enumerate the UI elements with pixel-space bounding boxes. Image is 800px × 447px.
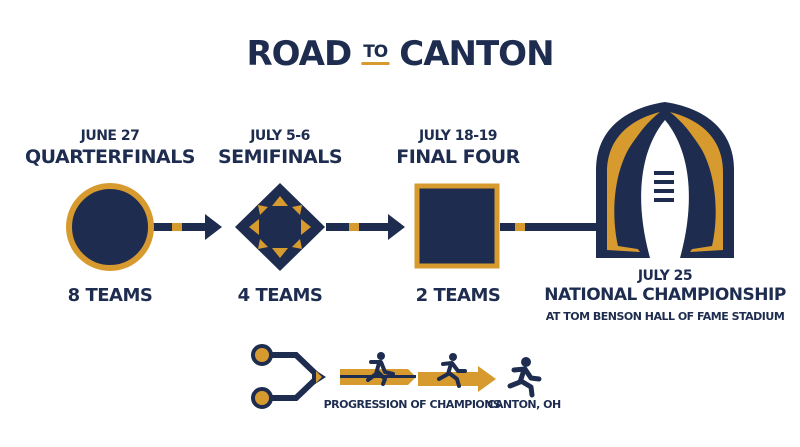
title-road: ROAD — [246, 34, 352, 74]
runner-icon — [366, 352, 395, 386]
title-to: TO — [361, 43, 390, 65]
quarterfinals-circle-icon — [66, 183, 154, 271]
final-four-square-icon — [414, 183, 500, 269]
merge-arrow-icon — [251, 344, 326, 409]
arrowhead-icon — [205, 214, 222, 240]
semifinals-teams: 4 TEAMS — [237, 285, 323, 306]
runner-icon — [507, 357, 542, 398]
progression-arrow — [340, 366, 496, 392]
title-canton: CANTON — [399, 34, 554, 74]
final-four-teams: 2 TEAMS — [415, 285, 501, 306]
connector-2 — [326, 214, 405, 240]
championship-venue: AT TOM BENSON HALL OF FAME STADIUM — [545, 310, 785, 323]
championship-date: JULY 25 — [637, 268, 693, 284]
championship-arch-football-icon — [596, 102, 734, 258]
page-title: ROAD TO CANTON — [246, 34, 554, 74]
quarterfinals-teams: 8 TEAMS — [67, 285, 153, 306]
semifinals-date: JULY 5-6 — [250, 128, 310, 144]
connector-3 — [500, 223, 600, 231]
quarterfinals-date: JUNE 27 — [80, 128, 140, 144]
championship-label: NATIONAL CHAMPIONSHIP — [544, 285, 786, 305]
legend-destination: CANTON, OH — [487, 398, 561, 411]
semifinals-label: SEMIFINALS — [217, 146, 343, 168]
semifinals-diamond-icon — [235, 183, 325, 271]
final-four-label: FINAL FOUR — [396, 146, 520, 168]
final-four-date: JULY 18-19 — [418, 128, 498, 144]
legend-progression: PROGRESSION OF CHAMPIONS — [323, 398, 501, 411]
quarterfinals-label: QUARTERFINALS — [25, 146, 196, 168]
connector-1 — [150, 214, 222, 240]
arrowhead-icon — [388, 214, 405, 240]
runner-icon — [437, 353, 467, 388]
